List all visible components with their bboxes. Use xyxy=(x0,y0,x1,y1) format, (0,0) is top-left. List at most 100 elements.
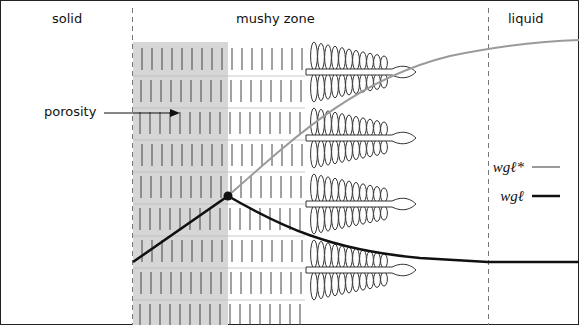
zone-boundary xyxy=(132,8,133,325)
region-label: liquid xyxy=(508,12,544,26)
grain-tick xyxy=(152,48,153,70)
grain-tick xyxy=(292,240,293,262)
grain-tick xyxy=(251,272,252,294)
grain-tick xyxy=(250,112,251,134)
dendrite-arm xyxy=(381,206,388,220)
grain-tick xyxy=(172,144,173,166)
grain-tick xyxy=(212,144,213,166)
grain-tick xyxy=(202,240,203,262)
grain-tick xyxy=(172,48,173,70)
grain-tick xyxy=(142,144,143,166)
gray-curve xyxy=(133,40,579,262)
grain-tick xyxy=(182,48,183,70)
dendrite-arm xyxy=(346,247,353,268)
dendrite-arm xyxy=(332,244,339,268)
grain-tick xyxy=(280,304,281,325)
grain-tick xyxy=(290,304,291,325)
legend-label: wgℓ xyxy=(498,188,526,205)
dendrite-arm xyxy=(325,243,332,268)
grain-tick xyxy=(302,48,303,70)
dendrite-tip xyxy=(306,264,416,276)
grain-tick xyxy=(262,240,263,262)
grain-tick xyxy=(232,240,233,262)
grain-tick xyxy=(290,112,291,134)
grain-tick xyxy=(251,176,252,198)
grain-tick xyxy=(210,304,211,325)
grain-tick xyxy=(260,112,261,134)
grain-tick xyxy=(251,80,252,102)
grain-tick xyxy=(301,176,302,198)
grain-tick xyxy=(252,144,253,166)
grain-tick xyxy=(200,304,201,325)
dendrite-arm xyxy=(353,272,360,292)
dendrite-arm xyxy=(360,52,367,70)
grain-tick xyxy=(301,80,302,102)
grain-tick xyxy=(292,144,293,166)
grain-tick xyxy=(221,80,222,102)
grain-tick xyxy=(242,240,243,262)
dendrite-arm xyxy=(311,42,318,70)
grain-tick xyxy=(151,80,152,102)
grain-tick xyxy=(142,240,143,262)
grain-tick xyxy=(210,112,211,134)
dendrite-arm xyxy=(346,206,353,227)
grain-tick xyxy=(282,48,283,70)
dendrite-arm xyxy=(325,45,332,70)
dendrite-arm xyxy=(367,53,374,70)
grain-tick xyxy=(252,48,253,70)
dendrite-arm xyxy=(360,206,367,224)
dendrite-arm xyxy=(311,74,318,102)
dendrite-arm xyxy=(318,109,325,136)
dendrite-arm xyxy=(325,74,332,99)
grain-tick xyxy=(250,304,251,325)
dendrite-arm xyxy=(339,48,346,70)
grain-tick xyxy=(230,208,231,230)
grain-tick xyxy=(262,144,263,166)
junction-dot xyxy=(224,192,233,201)
grain-tick xyxy=(160,112,161,134)
dendrite-arm xyxy=(318,272,325,299)
grain-tick xyxy=(222,48,223,70)
grain-tick xyxy=(292,48,293,70)
zone-boundary xyxy=(488,8,489,325)
grain-tick xyxy=(270,304,271,325)
dendrite-arm xyxy=(318,74,325,101)
grain-tick xyxy=(151,176,152,198)
dendrite-arm xyxy=(346,115,353,136)
grain-tick xyxy=(240,208,241,230)
dendrite-arm xyxy=(325,206,332,231)
legend-label: wgℓ* xyxy=(491,159,526,176)
grain-tick xyxy=(201,176,202,198)
grain-tick xyxy=(191,176,192,198)
callout-label: porosity xyxy=(44,105,96,119)
grain-tick xyxy=(140,208,141,230)
dendrite-arm xyxy=(360,184,367,202)
dendrite-arm xyxy=(367,251,374,268)
dendrite-arm xyxy=(367,119,374,136)
grain-boundary xyxy=(133,236,305,237)
dendrite-arm xyxy=(332,74,339,98)
grain-tick xyxy=(262,48,263,70)
grain-tick xyxy=(220,304,221,325)
grain-tick xyxy=(281,80,282,102)
grain-tick xyxy=(300,304,301,325)
dendrite-arm xyxy=(353,116,360,136)
grain-tick xyxy=(192,48,193,70)
dendrite-arm xyxy=(325,177,332,202)
dendrite-arm xyxy=(381,122,388,136)
grain-tick xyxy=(260,208,261,230)
grain-tick xyxy=(302,144,303,166)
dendrite-arm xyxy=(374,140,381,155)
grain-tick xyxy=(201,80,202,102)
grain-tick xyxy=(212,48,213,70)
grain-tick xyxy=(231,272,232,294)
grain-tick xyxy=(141,272,142,294)
dendrite-arm xyxy=(311,240,318,268)
grain-boundary xyxy=(133,300,305,301)
grain-tick xyxy=(171,176,172,198)
grain-tick xyxy=(300,112,301,134)
grain-tick xyxy=(271,176,272,198)
dendrite-arm xyxy=(353,182,360,202)
dendrite-arm xyxy=(381,254,388,268)
grain-tick xyxy=(232,48,233,70)
